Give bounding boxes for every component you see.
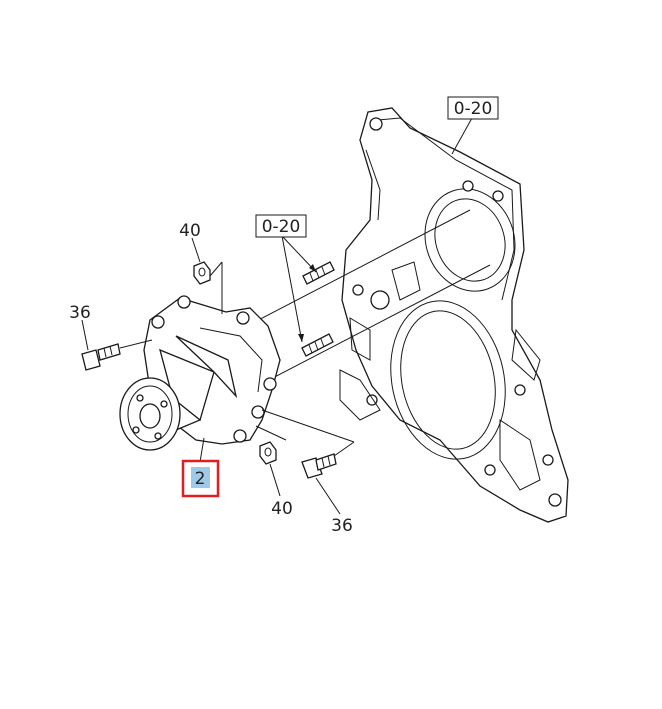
- bolt-left: [81, 343, 121, 371]
- bolt-bottom: [301, 453, 337, 479]
- callout-plate-ref[interactable]: 0-20: [447, 96, 499, 120]
- stud-upper: [302, 261, 335, 285]
- callout-bolt-left[interactable]: 36: [69, 303, 91, 323]
- gear-case-plate: [339, 107, 569, 523]
- callout-nut-top[interactable]: 40: [179, 221, 201, 241]
- callout-stud-ref[interactable]: 0-20: [255, 214, 307, 238]
- nut-top: [193, 261, 211, 285]
- stud-ref-text: 0-20: [262, 217, 301, 237]
- callout-pump-part[interactable]: 2: [181, 459, 220, 498]
- stud-lower: [301, 333, 334, 357]
- callout-nut-bottom[interactable]: 40: [271, 499, 293, 519]
- stud-guide-lines: [219, 209, 491, 396]
- plate-ref-text: 0-20: [454, 99, 493, 119]
- water-pump: [119, 295, 281, 451]
- leader-lines: [81, 117, 473, 515]
- pump-part-text: 2: [195, 469, 206, 489]
- nut-bottom: [259, 441, 277, 465]
- callout-bolt-bottom[interactable]: 36: [331, 516, 353, 536]
